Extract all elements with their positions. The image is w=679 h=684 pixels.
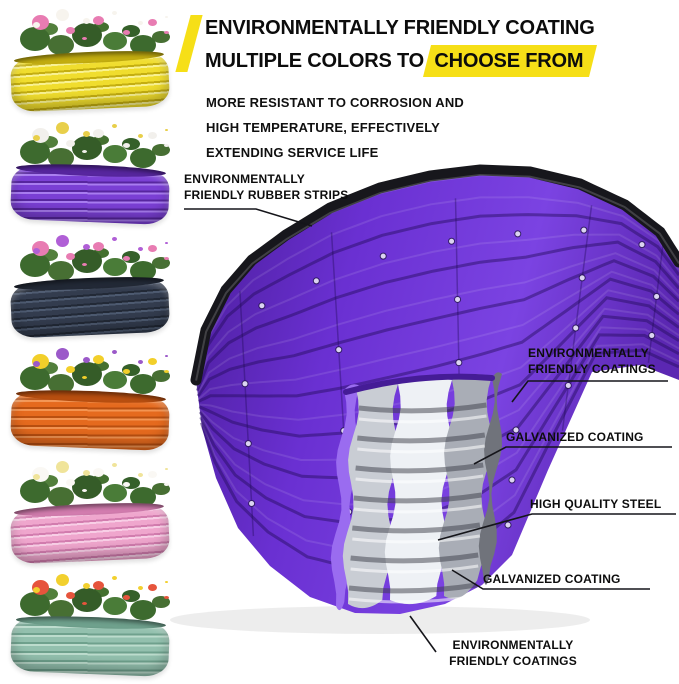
variant-photo-pink	[4, 457, 176, 565]
planter-graphic	[9, 500, 171, 565]
callout-line	[511, 380, 668, 403]
cutaway-top-edge	[343, 373, 495, 395]
planter-graphic	[9, 274, 171, 339]
steel-layer	[384, 378, 452, 605]
callout-coatings-bottom-line2: FRIENDLY COATINGS	[449, 654, 577, 668]
foliage-blob	[20, 253, 50, 277]
galvanized-layer-outer	[342, 382, 398, 609]
plants-graphic	[16, 122, 168, 178]
callout-rubber-strips-line1: ENVIRONMENTALLY	[184, 172, 306, 186]
foliage-blob	[20, 366, 50, 390]
foliage-blob	[20, 27, 50, 51]
flower-blob	[32, 467, 49, 482]
planter-graphic	[10, 388, 170, 452]
foliage-blob	[20, 140, 50, 164]
callout-line	[437, 513, 676, 541]
planter-graphic	[10, 614, 170, 678]
callout-line	[184, 208, 313, 227]
plants-graphic	[16, 348, 168, 404]
foliage-blob	[20, 592, 50, 616]
callout-line	[473, 446, 672, 465]
variant-photo-green	[4, 570, 176, 678]
subtitle: MORE RESISTANT TO CORROSION AND HIGH TEM…	[206, 90, 464, 165]
flower-blob	[32, 580, 49, 595]
callout-high-quality-steel: HIGH QUALITY STEEL	[530, 496, 661, 512]
flower-blob	[32, 354, 49, 369]
callout-coatings-bottom-line1: ENVIRONMENTALLY	[452, 638, 574, 652]
callout-rubber-strips: ENVIRONMENTALLY FRIENDLY RUBBER STRIPS	[184, 171, 348, 203]
title-line-2: MULTIPLE COLORS TO CHOOSE FROM	[205, 45, 595, 78]
bed-body	[196, 170, 679, 614]
callout-friendly-coatings-top: ENVIRONMENTALLY FRIENDLY COATINGS	[528, 345, 656, 377]
plants-graphic	[16, 574, 168, 630]
flower-blob	[56, 122, 69, 134]
subtitle-line-2: HIGH TEMPERATURE, EFFECTIVELY	[206, 120, 441, 135]
planter-graphic	[9, 48, 171, 113]
flower-blob	[56, 574, 69, 586]
ground-shadow	[170, 606, 590, 634]
callout-galvanized-bottom-text: GALVANIZED COATING	[483, 572, 621, 586]
coating-peel-edge	[330, 384, 360, 611]
flower-blob	[32, 241, 49, 256]
corrugation-stripes	[195, 196, 679, 597]
subtitle-line-1: MORE RESISTANT TO CORROSION AND	[206, 95, 465, 110]
plants-graphic	[16, 461, 168, 517]
variant-photo-navy	[4, 231, 176, 339]
callout-coatings-top-line1: ENVIRONMENTALLY	[528, 346, 650, 360]
flower-blob	[56, 348, 69, 360]
callout-coatings-top-line2: FRIENDLY COATINGS	[528, 362, 656, 376]
callout-rubber-strips-line2: FRIENDLY RUBBER STRIPS	[184, 188, 349, 202]
callout-steel-text: HIGH QUALITY STEEL	[530, 497, 662, 511]
callout-galvanized-bottom: GALVANIZED COATING	[483, 571, 621, 587]
callout-line	[409, 615, 437, 653]
plants-graphic	[16, 235, 168, 291]
page-title: ENVIRONMENTALLY FRIENDLY COATING MULTIPL…	[205, 12, 595, 78]
yellow-accent-mark	[175, 15, 203, 72]
subtitle-line-3: EXTENDING SERVICE LIFE	[206, 145, 379, 160]
callout-galvanized-top-text: GALVANIZED COATING	[506, 430, 644, 444]
variant-photo-purple	[4, 118, 176, 226]
layer-shadow	[478, 372, 502, 585]
galvanized-layer-inner	[438, 374, 492, 599]
title-line-2-highlight: CHOOSE FROM	[429, 45, 588, 78]
flower-blob	[56, 461, 69, 473]
cutaway-layers	[330, 372, 502, 611]
variant-photo-yellow	[4, 5, 176, 113]
title-line-1: ENVIRONMENTALLY FRIENDLY COATING	[205, 12, 595, 45]
variant-photo-orange	[4, 344, 176, 452]
callout-friendly-coatings-bottom: ENVIRONMENTALLY FRIENDLY COATINGS	[438, 637, 588, 669]
rivets	[241, 226, 661, 529]
flower-blob	[32, 15, 49, 30]
foliage-blob	[20, 479, 50, 503]
callout-galvanized-top: GALVANIZED COATING	[506, 429, 644, 445]
flower-blob	[56, 9, 69, 21]
color-variants-column	[0, 0, 179, 684]
title-line-1-text: ENVIRONMENTALLY FRIENDLY COATING	[205, 17, 595, 39]
planter-graphic	[10, 162, 170, 226]
flower-blob	[56, 235, 69, 247]
plants-graphic	[16, 9, 168, 65]
flower-blob	[32, 128, 49, 143]
title-line-2-prefix: MULTIPLE COLORS TO	[205, 50, 430, 72]
